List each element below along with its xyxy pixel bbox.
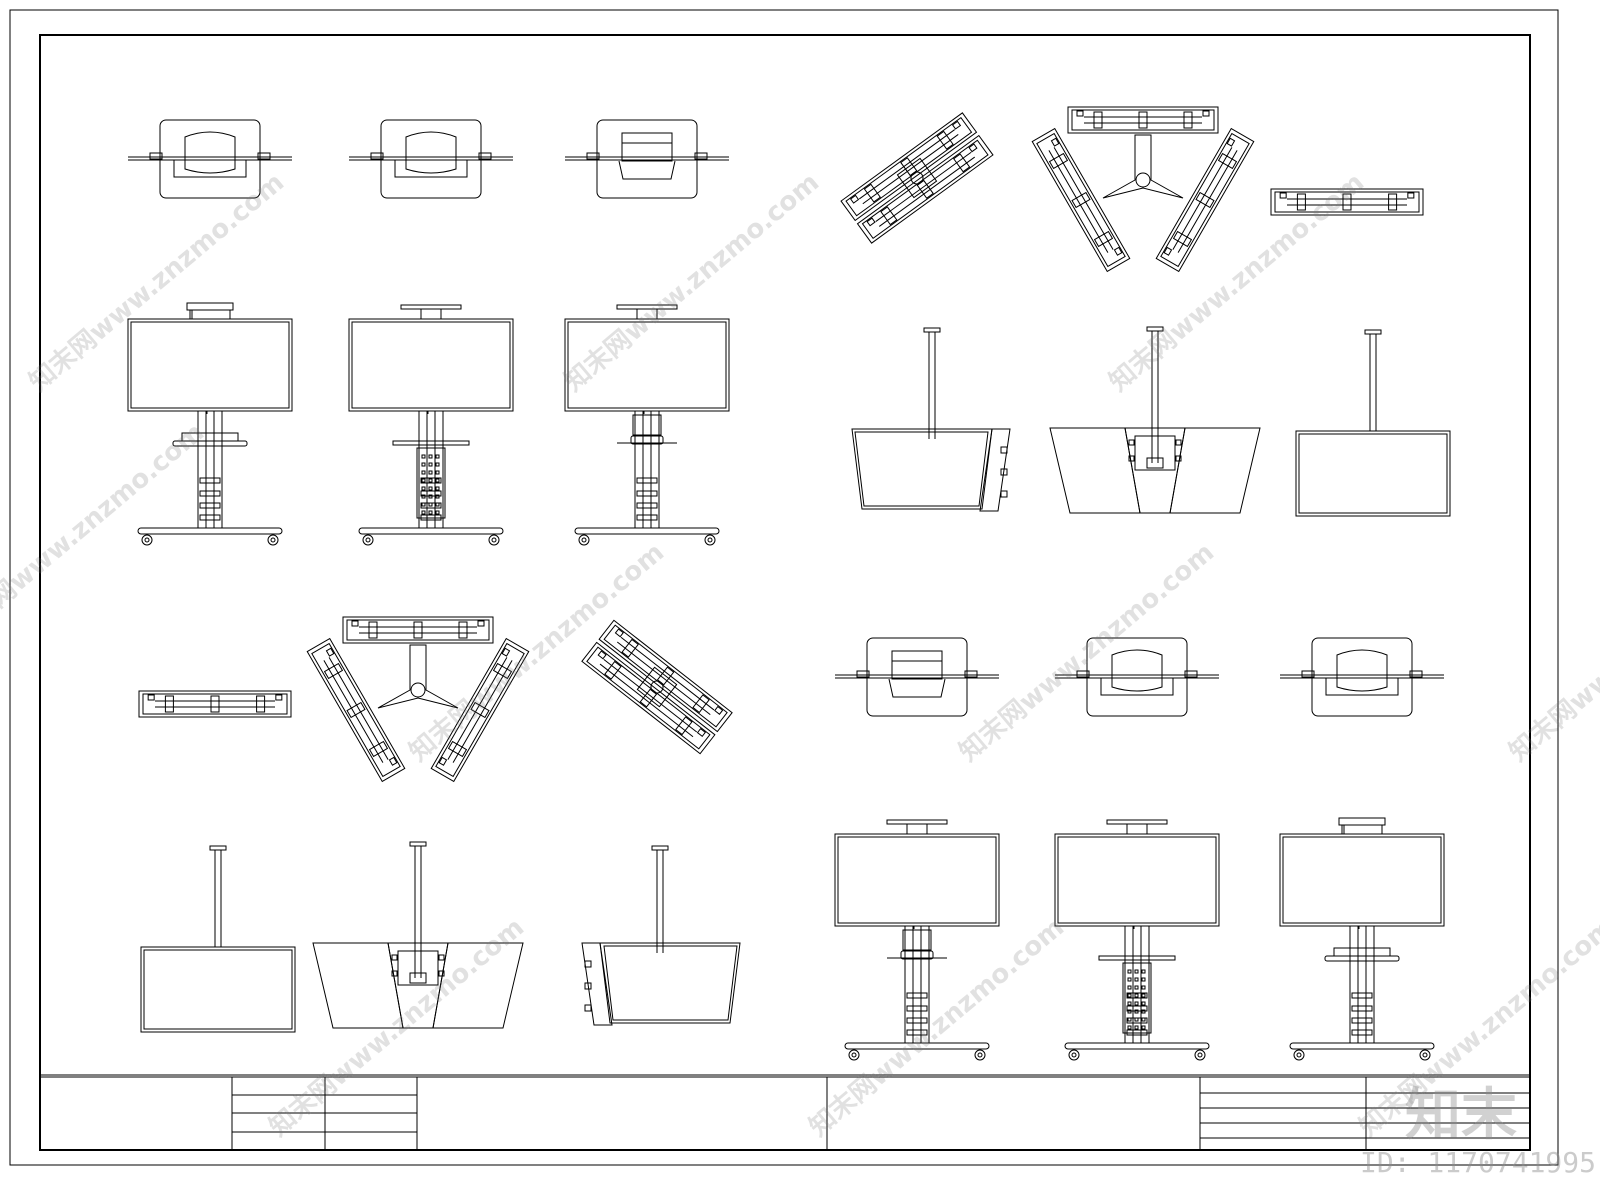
plan-single-1 xyxy=(138,690,292,718)
ceiling-flat-1 xyxy=(140,845,296,1033)
plan-triple-1-bar-top xyxy=(342,616,494,644)
ceiling-flat-2 xyxy=(1295,329,1451,517)
plan-triple-2-bar-top xyxy=(1067,106,1219,134)
plan-double-1-bar-b xyxy=(581,641,716,755)
title-block xyxy=(40,1074,1530,1150)
top-view-3 xyxy=(565,119,729,199)
plan-triple-1-bar-right xyxy=(430,637,530,783)
plan-triple-2-bar-right xyxy=(1155,127,1255,273)
plan-double-2-bar-b xyxy=(856,134,994,244)
top-view-1 xyxy=(128,119,292,199)
plan-triple-2-bar-left xyxy=(1031,127,1131,273)
sheet-frame xyxy=(9,9,1559,1166)
plan-triple-1-bar-left xyxy=(306,637,406,783)
ceiling-double-2 xyxy=(1049,326,1261,514)
plan-single-2 xyxy=(1270,188,1424,216)
top-view-2 xyxy=(349,119,513,199)
plan-triple-2 xyxy=(1031,106,1255,273)
floor-stand-4 xyxy=(834,819,1000,1061)
floor-stand-3 xyxy=(564,304,730,546)
plan-double-1 xyxy=(581,619,733,755)
top-view-6 xyxy=(1280,637,1444,717)
top-view-5 xyxy=(1055,637,1219,717)
plan-double-2 xyxy=(840,112,994,244)
floor-stand-6 xyxy=(1279,817,1445,1061)
floor-stand-5 xyxy=(1054,819,1220,1061)
floor-stand-1 xyxy=(127,302,293,546)
floor-stand-2 xyxy=(348,304,514,546)
plan-double-2-bar-a xyxy=(840,112,978,222)
ceiling-angled-2 xyxy=(851,327,1011,512)
plan-triple-1 xyxy=(306,616,530,783)
top-view-4 xyxy=(835,637,999,717)
ceiling-double-1 xyxy=(312,841,524,1029)
plan-double-1-bar-a xyxy=(598,619,733,733)
ceiling-angled-1 xyxy=(581,845,741,1026)
